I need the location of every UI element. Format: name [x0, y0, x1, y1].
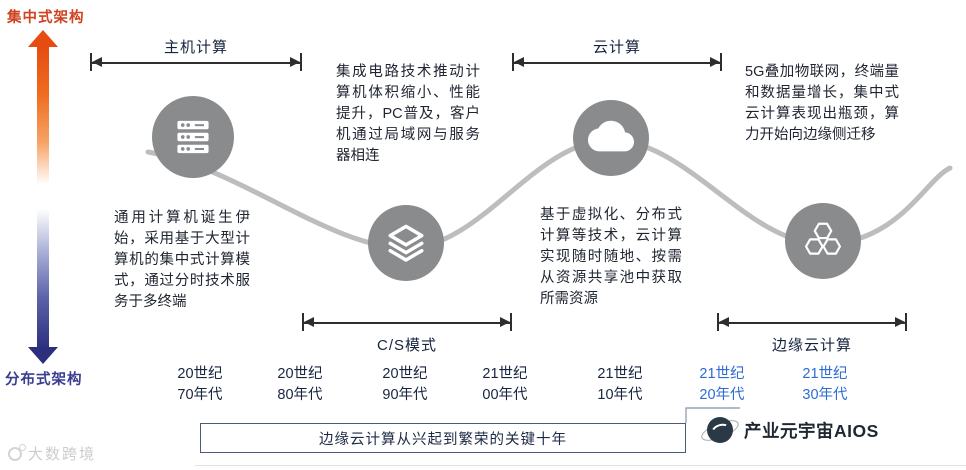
mainframe-era-span: 主机计算	[90, 36, 302, 108]
cloud-node	[573, 100, 649, 176]
brand-name: 产业元宇宙AIOS	[744, 420, 879, 441]
watermark-logo-icon	[8, 443, 26, 461]
decade-years: 20年代	[699, 387, 745, 403]
key-decade-note: 边缘云计算从兴起到繁荣的关键十年	[200, 423, 686, 453]
span-line	[718, 322, 906, 324]
cs-mode-span: C/S模式	[302, 313, 512, 360]
cs-node	[368, 205, 444, 281]
span-end-bar	[720, 53, 722, 71]
arrow-left-icon	[304, 317, 314, 327]
span-end-bar	[905, 313, 907, 331]
decade-years: 70年代	[177, 387, 223, 403]
server-icon	[177, 120, 209, 154]
arrow-right-icon	[710, 57, 720, 67]
cloud-icon	[588, 120, 634, 152]
cloud-era-span: 云计算	[512, 36, 722, 108]
arrow-left-icon	[514, 57, 524, 67]
decade-years: 00年代	[482, 387, 528, 403]
decade-century: 21世纪	[482, 366, 528, 382]
edge-cloud-era-label: 边缘云计算	[771, 337, 852, 354]
decade-century: 21世纪	[597, 366, 643, 382]
decade-years: 10年代	[597, 387, 643, 403]
timeline-decade-2000s: 21世纪 00年代	[459, 364, 551, 406]
decade-century: 20世纪	[382, 366, 428, 382]
arrow-left-icon	[92, 57, 102, 67]
arrow-right-icon	[290, 57, 300, 67]
edge-cloud-era-span: 边缘云计算	[717, 313, 907, 360]
span-line	[91, 62, 301, 64]
timeline-decade-2010s: 21世纪 10年代	[574, 364, 666, 406]
span-line	[303, 322, 511, 324]
axis-gradient-shaft	[37, 45, 49, 349]
mainframe-description: 通用计算机诞生伊始，采用基于大型计算机的集中式计算模式，通过分时技术服务于多终端	[114, 210, 250, 310]
decade-century: 20世纪	[177, 366, 223, 382]
decade-years: 80年代	[277, 387, 323, 403]
hexagons-icon	[804, 222, 842, 255]
arrow-right-icon	[500, 317, 510, 327]
span-line	[513, 62, 721, 64]
cs-mode-label: C/S模式	[376, 337, 437, 354]
keynote-connector-line	[685, 407, 740, 423]
centralized-architecture-label: 集中式架构	[7, 10, 85, 26]
arrow-up-icon	[28, 30, 58, 47]
arrow-left-icon	[719, 317, 729, 327]
decade-years: 30年代	[802, 387, 848, 403]
cloud-description: 基于虚拟化、分布式计算等技术，云计算实现随时随地、按需从资源共享池中获取所需资源	[540, 207, 682, 307]
decade-years: 90年代	[382, 387, 428, 403]
edge-node	[785, 203, 861, 279]
bottom-divider	[195, 465, 966, 466]
layers-icon	[388, 224, 424, 262]
timeline-decade-1990s: 20世纪 90年代	[359, 364, 451, 406]
decade-century: 21世纪	[699, 366, 745, 382]
timeline-decade-1980s: 20世纪 80年代	[254, 364, 346, 406]
globe-swoosh-icon	[707, 417, 733, 443]
mainframe-era-label: 主机计算	[163, 39, 228, 56]
span-end-bar	[510, 313, 512, 331]
brand-logo-icon	[698, 415, 742, 445]
span-end-bar	[300, 53, 302, 71]
mainframe-node	[152, 96, 234, 178]
arrow-right-icon	[895, 317, 905, 327]
timeline-decade-1970s: 20世纪 70年代	[154, 364, 246, 406]
brand-block: 产业元宇宙AIOS	[698, 415, 879, 445]
watermark: 大数跨境	[8, 443, 96, 464]
arrow-down-icon	[28, 347, 58, 364]
decade-century: 20世纪	[277, 366, 323, 382]
pc-lan-description: 集成电路技术推动计算机体积缩小、性能提升，PC普及，客户机通过局域网与服务器相连	[336, 64, 480, 164]
cloud-era-label: 云计算	[592, 39, 641, 56]
watermark-text: 大数跨境	[28, 446, 97, 463]
timeline-decade-2020s: 21世纪 20年代	[676, 364, 768, 406]
decade-century: 21世纪	[802, 366, 848, 382]
architecture-axis-arrow	[28, 30, 58, 364]
distributed-architecture-label: 分布式架构	[5, 372, 83, 388]
edge-description: 5G叠加物联网，终端量和数据量增长，集中式云计算表现出瓶颈，算力开始向边缘侧迁移	[745, 64, 899, 143]
timeline-decade-2030s: 21世纪 30年代	[779, 364, 871, 406]
